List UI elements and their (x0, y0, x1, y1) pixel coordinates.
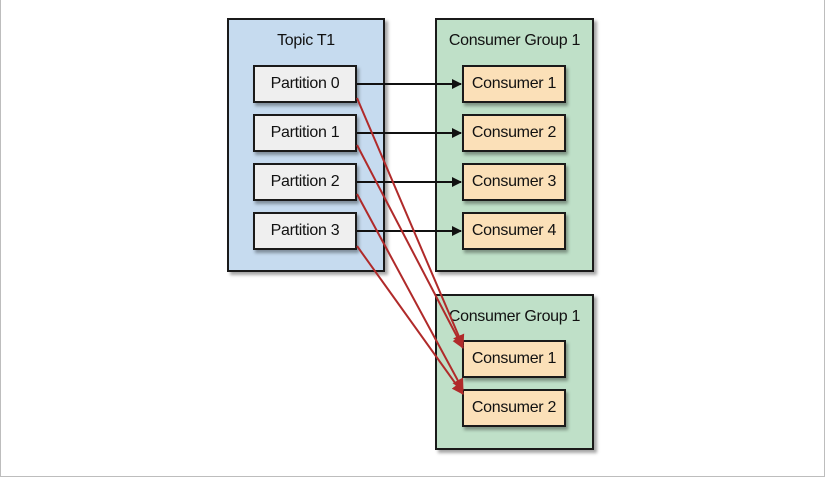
consumer-group-a-title: Consumer Group 1 (448, 32, 581, 49)
group-b-consumer-2: Consumer 2 (462, 389, 566, 427)
group-b-consumer-1: Consumer 1 (462, 340, 566, 378)
topic-title: Topic T1 (277, 32, 335, 49)
consumer-group-b-title: Consumer Group 1 (448, 308, 581, 325)
group-a-consumer-3: Consumer 3 (462, 163, 566, 201)
partition-1: Partition 1 (253, 114, 357, 152)
partition-2: Partition 2 (253, 163, 357, 201)
group-a-consumer-2: Consumer 2 (462, 114, 566, 152)
group-a-consumer-4: Consumer 4 (462, 212, 566, 250)
partition-3: Partition 3 (253, 212, 357, 250)
group-a-consumer-1: Consumer 1 (462, 65, 566, 103)
partition-0: Partition 0 (253, 65, 357, 103)
